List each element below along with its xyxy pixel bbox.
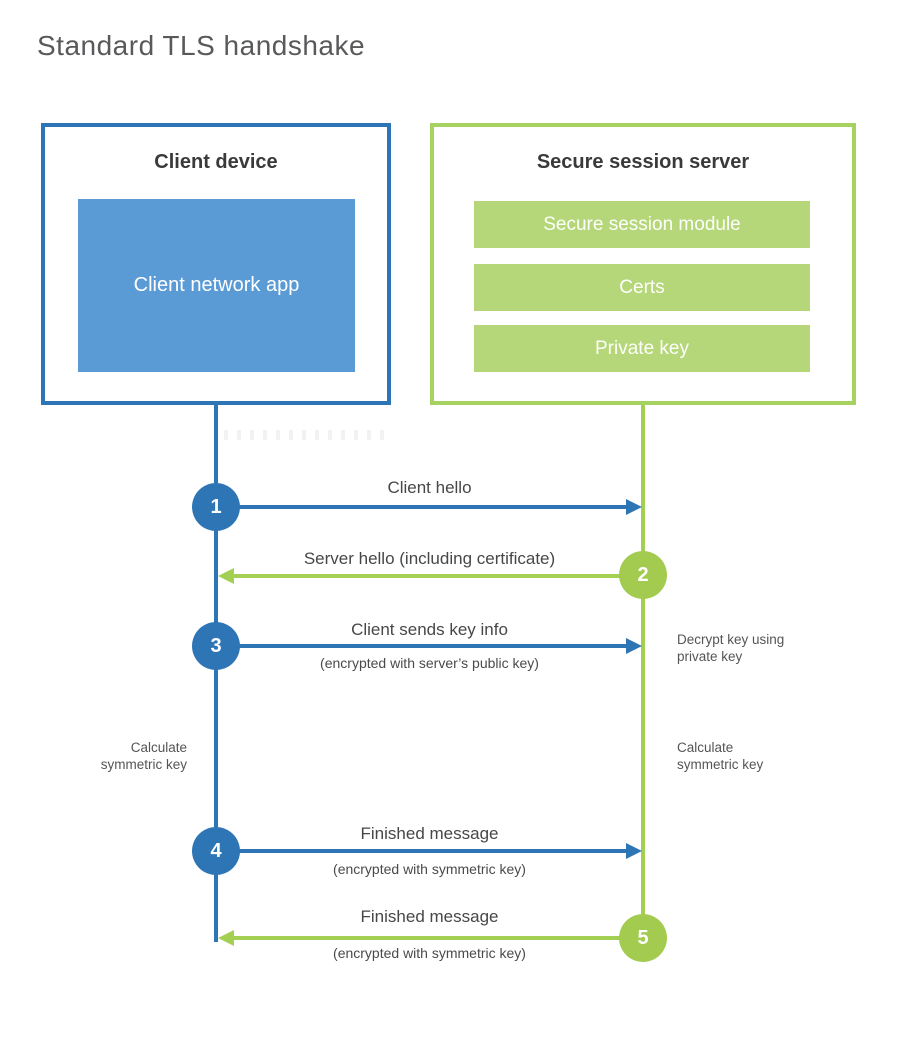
annotation-calculate-symmetric-key-server: Calculate symmetric key [677,740,764,772]
step-1-label: Client hello [387,478,472,497]
faint-dashed-artifact [224,430,387,440]
step-1-arrow-line [216,505,626,509]
step-2-arrow-line [233,574,643,578]
annotation-calculate-symmetric-key-client: Calculate symmetric key [100,740,187,772]
step-2-badge: 2 [619,551,667,599]
step-5-arrowhead-left-icon [218,930,234,946]
step-3-label: Client sends key info [351,620,508,639]
annotation-decrypt-key: Decrypt key using private key [677,632,785,664]
server-module-private-key: Private key [474,325,810,372]
step-3-sublabel: (encrypted with server’s public key) [320,655,539,671]
step-2-label: Server hello (including certificate) [303,549,556,568]
step-3-arrowhead-right-icon [626,638,642,654]
step-3-arrow-line [216,644,626,648]
step-5-sublabel: (encrypted with symmetric key) [333,945,526,961]
step-2-arrowhead-left-icon [218,568,234,584]
page-title: Standard TLS handshake [37,30,366,61]
step-5-badge: 5 [619,914,667,962]
step-4-sublabel: (encrypted with symmetric key) [333,861,526,877]
step-4-arrowhead-right-icon [626,843,642,859]
step-4-label: Finished message [360,824,499,843]
secure-session-server-box: Secure session server Secure session mod… [430,123,856,405]
step-3-badge: 3 [192,622,240,670]
step-5-arrow-line [233,936,643,940]
client-device-box: Client device Client network app [41,123,391,405]
server-module-secure-session-module: Secure session module [474,201,810,248]
step-5-label: Finished message [360,907,499,926]
step-4-badge: 4 [192,827,240,875]
client-network-app-label: Client network app [133,274,300,296]
step-1-arrowhead-right-icon [626,499,642,515]
step-4-arrow-line [216,849,626,853]
secure-session-server-title: Secure session server [536,151,750,173]
server-lifeline [641,405,645,938]
client-lifeline [214,405,218,942]
server-module-certs: Certs [474,264,810,311]
client-network-app-block: Client network app [78,199,355,372]
step-1-badge: 1 [192,483,240,531]
client-device-title: Client device [154,151,278,173]
